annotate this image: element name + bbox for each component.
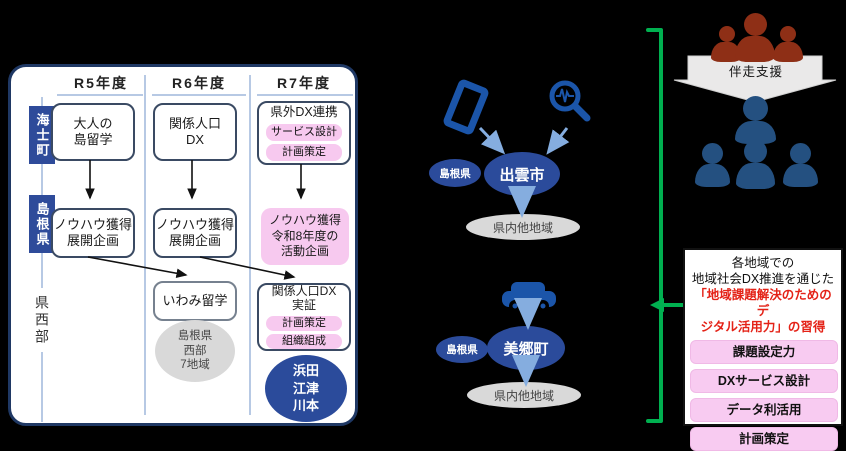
slide-canvas: { "colors": { "background": "#000000", "… <box>8 13 843 451</box>
box-title: 関係人口DX <box>271 284 337 299</box>
skill-pill-problem-setting: 課題設定力 <box>690 340 838 364</box>
column-header-r7: R7年度 <box>277 75 331 91</box>
box-line: ノウハウ獲得 <box>53 216 132 232</box>
skill-pill-planning: 計画策定 <box>690 427 838 451</box>
box-line: 展開企画 <box>168 233 221 248</box>
car-icon <box>502 282 556 312</box>
person-body <box>783 164 818 187</box>
skill-pill-dx-service-design: DXサービス設計 <box>690 369 838 393</box>
pink-tag: 組織組成 <box>266 333 342 349</box>
outcome-title-red2: ジタル活用力」の習得 <box>700 320 826 334</box>
ellipse-line: 江津 <box>292 380 319 396</box>
pref-badge-misato: 島根県 <box>436 336 488 363</box>
box-knowhow-r8-plan: ノウハウ獲得 令和8年度の 活動企画 <box>261 208 349 265</box>
ellipse-line: 川本 <box>292 398 319 414</box>
box-line: 島留学 <box>73 132 113 147</box>
person-head <box>780 26 796 42</box>
box-line: DX <box>185 132 205 147</box>
box-line: ノウハウ獲得 <box>155 216 234 232</box>
box-title: 実証 <box>291 298 316 312</box>
person-head <box>702 143 723 164</box>
column-divider <box>249 75 251 415</box>
timeline-panel: R5年度 R6年度 R7年度 海士町 島根県 県西部 大人の 島留学 ノウハウ獲… <box>8 64 358 426</box>
box-knowhow-r6: ノウハウ獲得 展開企画 <box>153 208 237 258</box>
dest-ellipse-izumo: 県内他地域 <box>466 214 580 240</box>
box-title: 県外DX連携 <box>270 105 338 120</box>
outcome-title-line2: 地域社会DX推進を通じた <box>691 272 835 286</box>
box-kankeijinko-dx-jissho: 関係人口DX 実証 計画策定 組織組成 <box>257 283 351 351</box>
box-otona-shimaryugaku: 大人の 島留学 <box>51 103 135 161</box>
person-head <box>744 13 767 36</box>
ellipse-line: 島根県 <box>177 330 213 343</box>
ellipse-line: 西部 <box>183 344 207 357</box>
pink-tag: 計画策定 <box>266 143 342 161</box>
support-arrow-label: 伴走支援 <box>728 65 783 79</box>
box-line: 関係人口 <box>168 115 221 131</box>
person-body <box>736 163 775 189</box>
box-kankeijinko-dx: 関係人口 DX <box>153 103 237 161</box>
box-kengai-dx: 県外DX連携 サービス設計 計画策定 <box>257 101 351 165</box>
header-underline <box>257 94 353 96</box>
person-body <box>773 42 803 62</box>
search-pulse-icon <box>549 80 591 122</box>
box-line: ノウハウ獲得 <box>268 213 341 228</box>
outcome-box: 各地域での 地域社会DX推進を通じた 「地域課題解決のためのデ ジタル活用力」の… <box>683 248 843 451</box>
box-line: 展開企画 <box>66 233 119 248</box>
box-line: 大人の <box>73 115 113 131</box>
person-body <box>695 164 730 187</box>
row-label-shimane-pref: 島根県 <box>29 195 55 253</box>
city-ellipse-izumo: 出雲市 <box>484 152 560 196</box>
box-line: 活動企画 <box>280 244 329 259</box>
ellipse-hamada-gotsu-kawamoto: 浜田 江津 川本 <box>265 355 347 422</box>
column-divider <box>144 75 146 415</box>
pink-tag: サービス設計 <box>266 123 342 141</box>
person-head <box>744 140 767 163</box>
column-header-r6: R6年度 <box>172 75 226 91</box>
pref-badge-izumo: 島根県 <box>429 159 481 187</box>
header-underline <box>152 94 246 96</box>
ellipse-shimane-west-7areas: 島根県 西部 7地域 <box>155 320 235 382</box>
green-bracket <box>646 28 686 423</box>
ellipse-line: 7地域 <box>180 359 210 372</box>
column-header-r5: R5年度 <box>74 75 128 91</box>
person-body <box>711 42 741 62</box>
outcome-title-red1: 「地域課題解決のためのデ <box>694 288 832 318</box>
row-label-ama-town: 海士町 <box>29 106 55 164</box>
box-line: 令和8年度の <box>271 228 339 243</box>
person-body <box>735 121 776 144</box>
pink-tag: 計画策定 <box>266 315 342 331</box>
skill-pill-data-utilization: データ利活用 <box>690 398 838 422</box>
row-label-west-area: 県西部 <box>27 288 57 352</box>
box-knowhow-r5: ノウハウ獲得 展開企画 <box>51 208 135 258</box>
dest-ellipse-misato: 県内他地域 <box>467 382 581 408</box>
ellipse-line: 浜田 <box>292 363 319 379</box>
person-head <box>719 26 735 42</box>
box-iwami-ryugaku: いわみ留学 <box>153 281 237 321</box>
town-ellipse-misato: 美郷町 <box>487 326 565 370</box>
person-head <box>743 96 768 121</box>
row-label-guideline <box>41 97 43 422</box>
person-body <box>735 36 775 62</box>
box-line: いわみ留学 <box>162 292 228 308</box>
person-head <box>790 143 811 164</box>
outcome-title-line1: 各地域での <box>731 256 795 270</box>
header-underline <box>57 94 143 96</box>
smartphone-icon <box>441 77 491 137</box>
